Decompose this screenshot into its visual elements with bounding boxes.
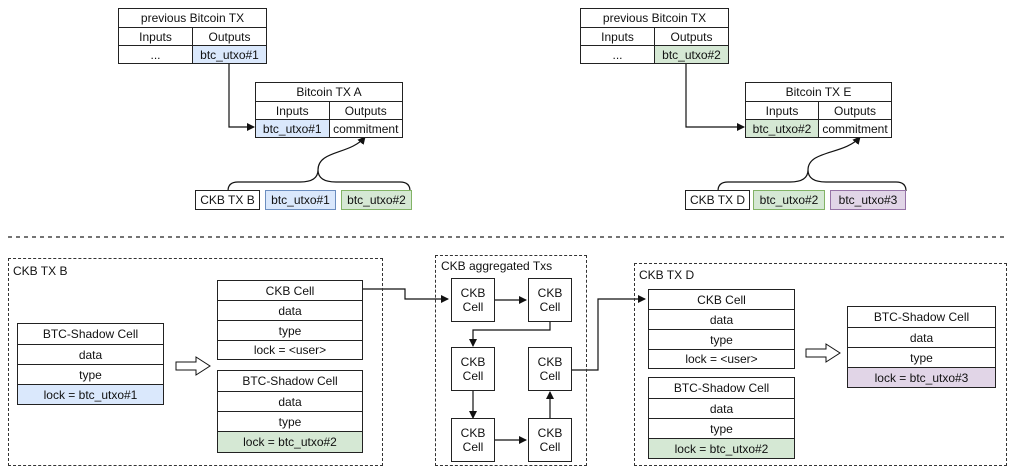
arrow-aggregated-to-tx-d bbox=[572, 295, 646, 371]
utxo-box: btc_utxo#3 bbox=[830, 190, 906, 210]
cell-text: CKB Cell bbox=[537, 286, 563, 314]
cell-text: CKB Cell bbox=[460, 286, 486, 314]
cell-title: BTC-Shadow Cell bbox=[242, 374, 338, 388]
arrow-agg-2-3 bbox=[469, 322, 551, 347]
cell-title: BTC-Shadow Cell bbox=[42, 327, 139, 341]
brace-ckb-right bbox=[717, 169, 907, 192]
inputs-header: Inputs bbox=[765, 103, 799, 118]
transition-arrow-tx-b bbox=[175, 356, 211, 376]
cell-lock: lock = <user> bbox=[253, 343, 327, 357]
input-value: btc_utxo#1 bbox=[256, 120, 329, 137]
cell-text: CKB Cell bbox=[537, 355, 563, 383]
inputs-header: Inputs bbox=[601, 29, 634, 44]
prev-bitcoin-tx-right: previous Bitcoin TX Inputs Outputs ... b… bbox=[580, 8, 729, 64]
table-title: Bitcoin TX A bbox=[296, 85, 362, 99]
output-value: commitment bbox=[328, 120, 403, 137]
cell-type: type bbox=[278, 414, 302, 429]
cell-type: type bbox=[710, 421, 733, 436]
cell-title: CKB Cell bbox=[697, 292, 746, 307]
utxo-box: btc_utxo#2 bbox=[341, 190, 412, 210]
cell-text: CKB Cell bbox=[537, 426, 563, 454]
ckb-cell-input: CKB Cell data type lock = <user> bbox=[648, 289, 795, 369]
cell-title: BTC-Shadow Cell bbox=[873, 310, 970, 324]
table-title: previous Bitcoin TX bbox=[602, 11, 707, 25]
btc-shadow-cell-output: BTC-Shadow Cell data type lock = btc_utx… bbox=[217, 370, 363, 453]
aggregated-ckb-cell: CKB Cell bbox=[451, 347, 495, 391]
cell-lock: lock = btc_utxo#2 bbox=[649, 439, 794, 458]
prev-bitcoin-tx-left: previous Bitcoin TX Inputs Outputs ... b… bbox=[118, 8, 267, 64]
cell-data: data bbox=[709, 312, 734, 327]
inputs-header: Inputs bbox=[139, 29, 172, 44]
table-title: previous Bitcoin TX bbox=[140, 11, 245, 25]
ckb-tx-b-box: CKB TX B bbox=[195, 190, 260, 210]
cell-lock: lock = btc_utxo#2 bbox=[218, 432, 362, 452]
aggregated-ckb-cell: CKB Cell bbox=[451, 418, 495, 462]
utxo-box: btc_utxo#2 bbox=[753, 190, 825, 210]
arrow-prev-to-input-left bbox=[228, 63, 255, 131]
ckb-tx-d-box: CKB TX D bbox=[685, 190, 750, 210]
cell-lock: lock = btc_utxo#3 bbox=[848, 368, 995, 387]
group-label: CKB TX D bbox=[639, 268, 695, 282]
cell-lock: lock = <user> bbox=[685, 352, 758, 366]
cell-type: type bbox=[278, 323, 302, 338]
utxo-box: btc_utxo#1 bbox=[265, 190, 336, 210]
arrow-prev-to-input-right bbox=[685, 63, 745, 131]
outputs-header: Outputs bbox=[818, 102, 891, 119]
input-value: ... bbox=[150, 47, 161, 62]
arrow-ckb-to-commitment-left bbox=[317, 136, 366, 171]
cell-title: BTC-Shadow Cell bbox=[673, 381, 770, 395]
cell-data: data bbox=[78, 347, 103, 362]
output-value: btc_utxo#2 bbox=[654, 46, 728, 63]
cell-data: data bbox=[278, 394, 302, 409]
ckb-cell-output: CKB Cell data type lock = <user> bbox=[217, 280, 363, 360]
output-value: commitment bbox=[818, 120, 891, 137]
cell-text: CKB Cell bbox=[460, 426, 486, 454]
btc-shadow-cell-output: BTC-Shadow Cell data type lock = btc_utx… bbox=[847, 306, 996, 388]
input-value: btc_utxo#2 bbox=[746, 120, 818, 137]
cell-text: CKB Cell bbox=[460, 355, 486, 383]
bitcoin-tx-e: Bitcoin TX E Inputs Outputs btc_utxo#2 c… bbox=[745, 82, 892, 138]
btc-shadow-cell-input: BTC-Shadow Cell data type lock = btc_utx… bbox=[17, 323, 164, 405]
output-value: btc_utxo#1 bbox=[192, 46, 266, 63]
outputs-header: Outputs bbox=[192, 28, 266, 45]
cell-lock: lock = btc_utxo#1 bbox=[18, 385, 163, 404]
bitcoin-tx-a: Bitcoin TX A Inputs Outputs btc_utxo#1 c… bbox=[255, 82, 403, 138]
cell-type: type bbox=[710, 332, 733, 347]
brace-ckb-left bbox=[227, 169, 411, 192]
cell-data: data bbox=[909, 330, 934, 345]
arrow-ckb-to-commitment-right bbox=[807, 136, 861, 171]
ckb-aggregated-group bbox=[435, 255, 587, 466]
inputs-header: Inputs bbox=[275, 103, 309, 118]
btc-shadow-cell-input: BTC-Shadow Cell data type lock = btc_utx… bbox=[648, 377, 795, 459]
aggregated-ckb-cell: CKB Cell bbox=[528, 418, 572, 462]
input-value: ... bbox=[612, 47, 623, 62]
cell-title: CKB Cell bbox=[265, 283, 315, 298]
table-title: Bitcoin TX E bbox=[785, 85, 852, 99]
transition-arrow-tx-d bbox=[805, 343, 841, 363]
cell-type: type bbox=[79, 367, 102, 382]
cell-data: data bbox=[278, 303, 302, 318]
outputs-header: Outputs bbox=[328, 102, 403, 119]
cell-data: data bbox=[709, 401, 734, 416]
group-label: CKB aggregated Txs bbox=[441, 259, 553, 273]
group-label: CKB TX B bbox=[13, 264, 68, 278]
aggregated-ckb-cell: CKB Cell bbox=[451, 278, 495, 322]
aggregated-ckb-cell: CKB Cell bbox=[528, 347, 572, 391]
ckb-tx-b-group bbox=[8, 258, 383, 466]
ckb-tx-d-group bbox=[634, 263, 1007, 466]
cell-type: type bbox=[910, 350, 933, 365]
aggregated-ckb-cell: CKB Cell bbox=[528, 278, 572, 322]
outputs-header: Outputs bbox=[654, 28, 728, 45]
arrow-ckb-cell-to-aggregated bbox=[363, 288, 449, 303]
